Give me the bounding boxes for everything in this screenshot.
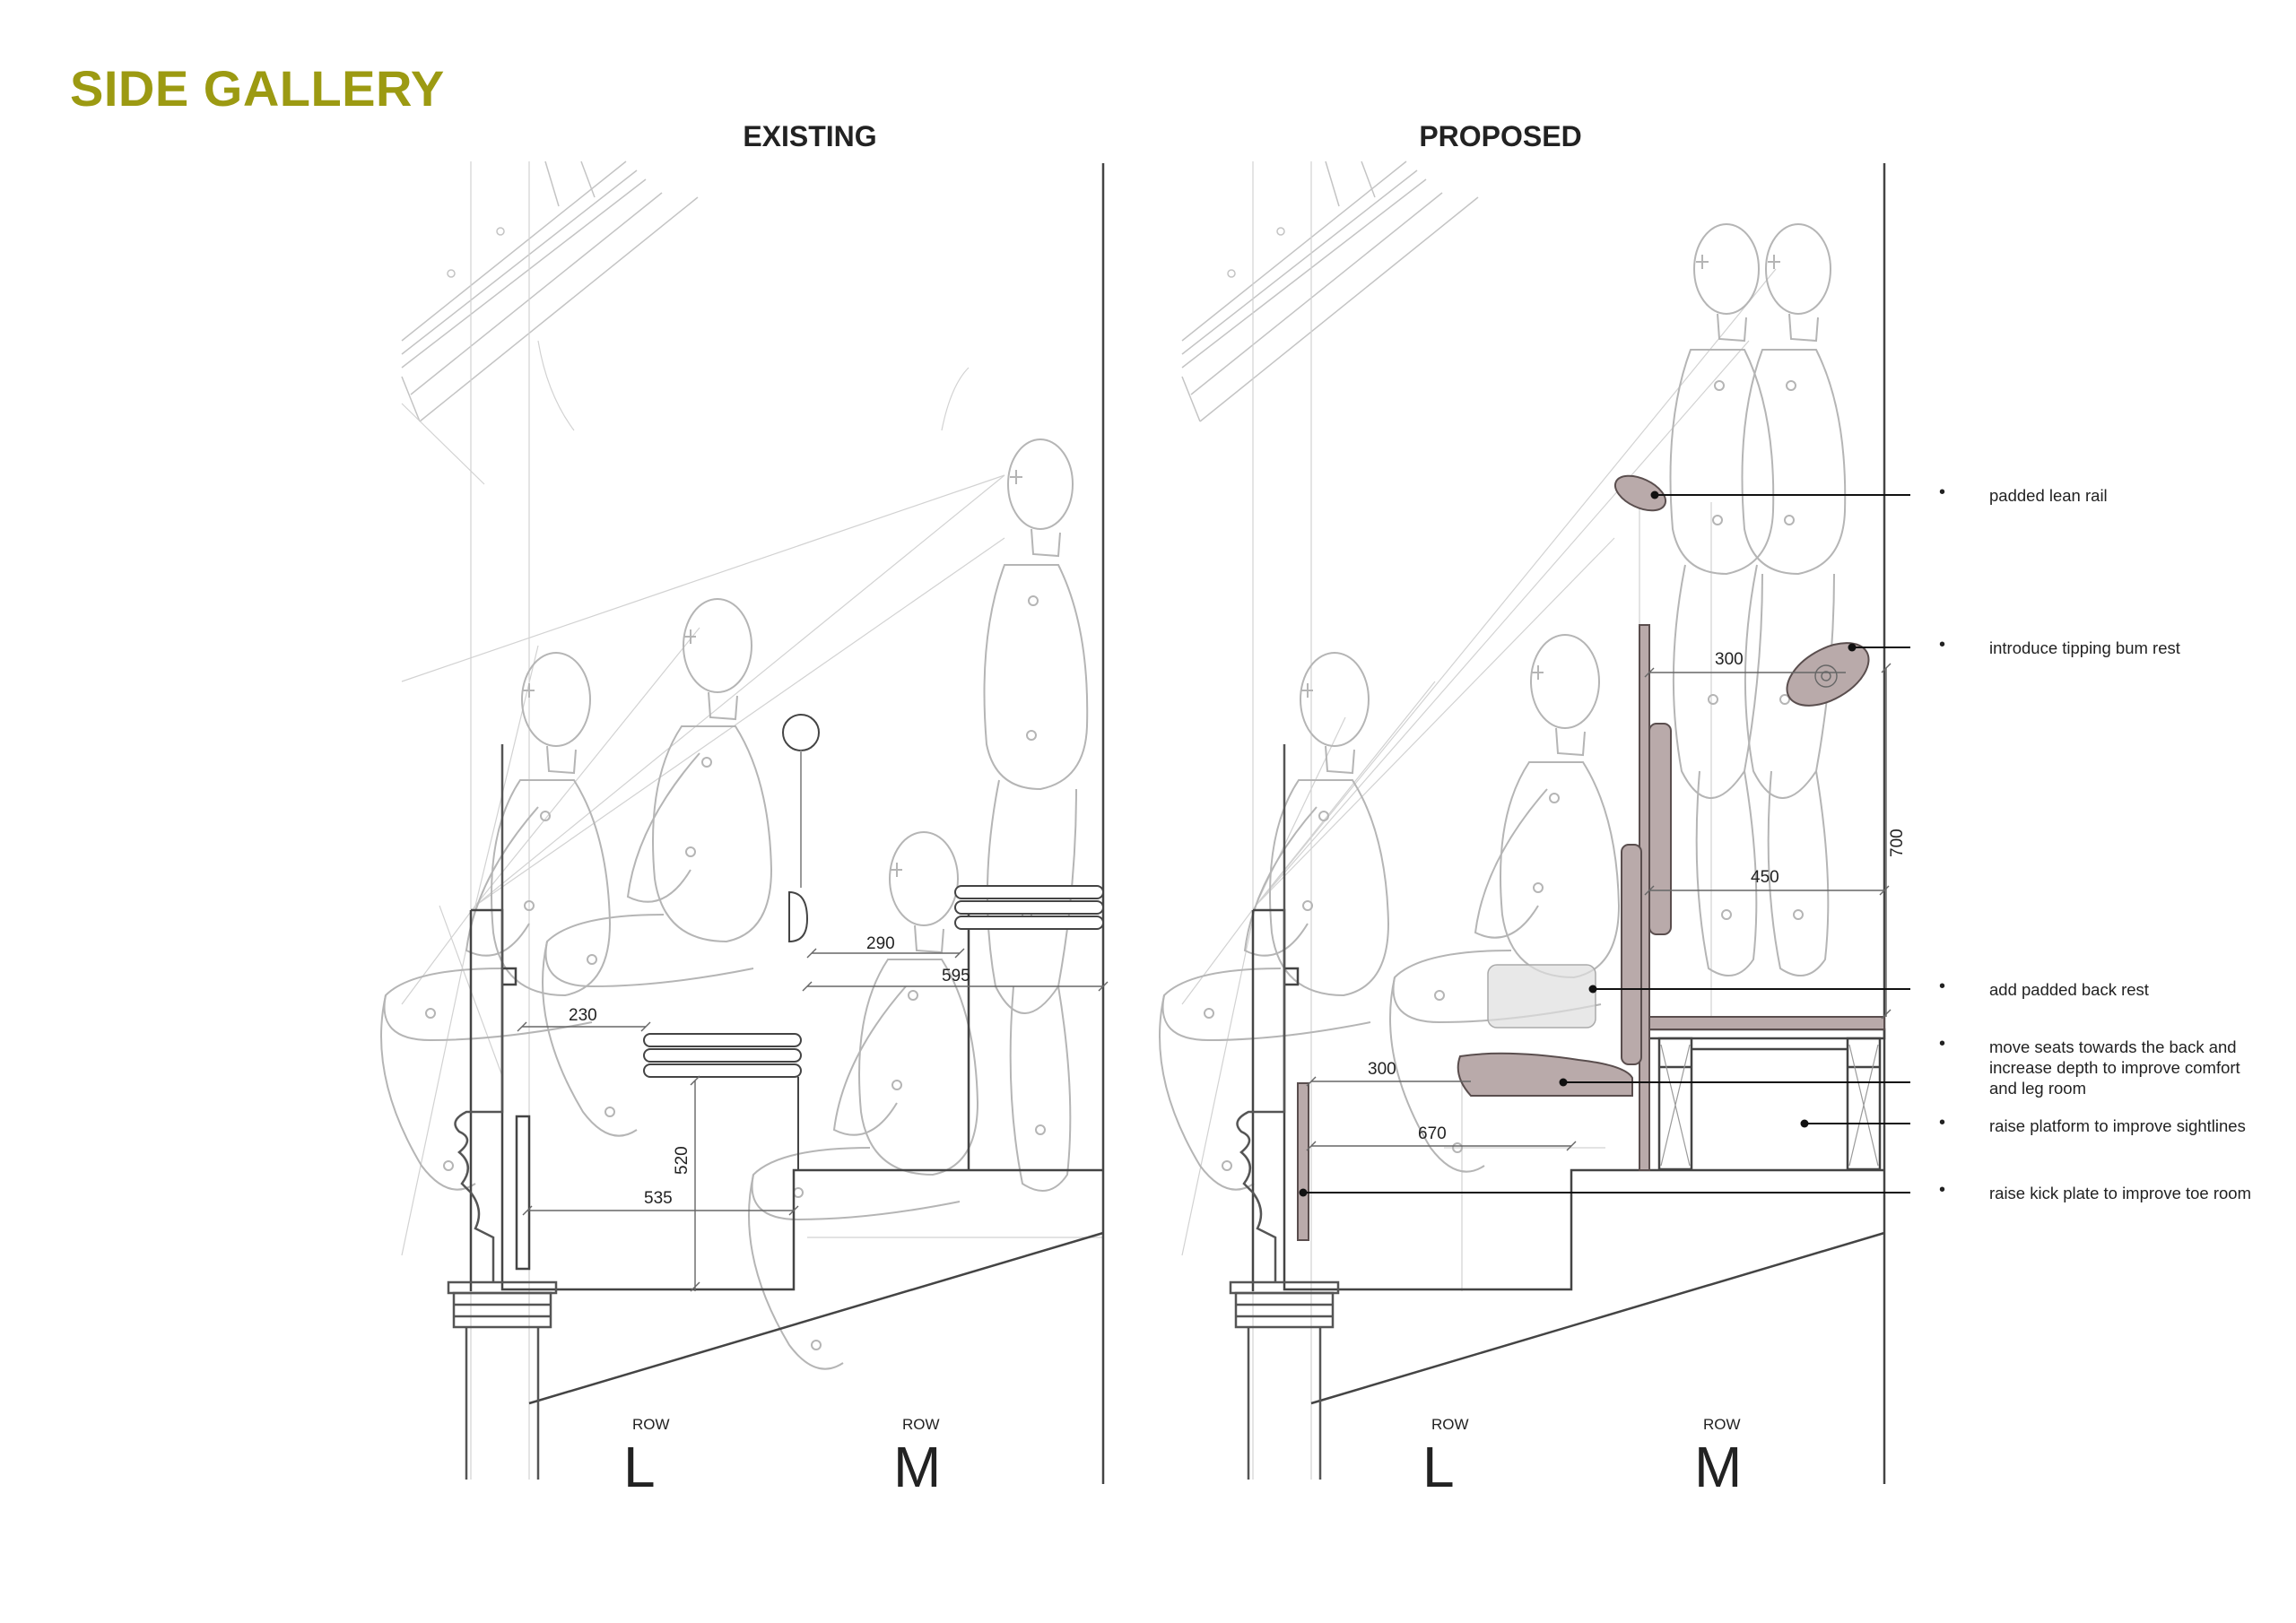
- proposed-roof-truss: [1181, 161, 1479, 422]
- annotation-padded-lean-rail: padded lean rail: [1989, 486, 2108, 505]
- proposed-figure-standing-1: [1669, 223, 1775, 976]
- annotation-bullet: •: [1939, 1113, 1946, 1133]
- platform-deck: [1648, 1016, 1885, 1030]
- annotation-bullet: •: [1939, 1180, 1946, 1200]
- annotation-move-seats: move seats towards the back and increase…: [1989, 1037, 2240, 1098]
- annotation-bullet: •: [1939, 1034, 1946, 1054]
- existing-dim-535: 535: [644, 1189, 673, 1208]
- existing-figure-row-l: [380, 652, 611, 1191]
- annotation-bullet: •: [1939, 976, 1946, 996]
- proposed-dim-300-upper: 300: [1715, 650, 1744, 669]
- existing-panel-title: EXISTING: [743, 120, 877, 152]
- existing-row-m-letter: M: [893, 1435, 941, 1499]
- annotation-bullet: •: [1939, 482, 1946, 502]
- proposed-dim-700: 700: [1888, 829, 1907, 857]
- proposed-figure-row-l: [1159, 652, 1389, 1191]
- page-title: SIDE GALLERY: [70, 60, 445, 117]
- proposed-dimension-labels: 300 700 450 300 670: [1368, 650, 1907, 1143]
- proposed-figure-standing-2: [1741, 223, 1847, 976]
- proposed-dim-450: 450: [1751, 868, 1779, 887]
- existing-section: 230 290 595 520 535 ROW L ROW M: [380, 161, 1109, 1499]
- annotation-padded-back-rest: add padded back rest: [1989, 980, 2149, 999]
- lower-back-panel: [1621, 844, 1642, 1065]
- padded-lean-rail: [1613, 474, 1667, 512]
- existing-structure: [469, 163, 1105, 1484]
- proposed-row-m-caption: ROW: [1703, 1416, 1741, 1433]
- proposed-platform-hatch: [1660, 1044, 1879, 1167]
- back-rest-ghost: [1487, 964, 1596, 1028]
- proposed-panel-title: PROPOSED: [1419, 120, 1582, 152]
- existing-dim-520: 520: [673, 1146, 691, 1175]
- annotation-raise-kick-plate: raise kick plate to improve toe room: [1989, 1184, 2252, 1202]
- existing-row-l-letter: L: [623, 1435, 656, 1499]
- annotation-tipping-bum-rest: introduce tipping bum rest: [1989, 638, 2180, 657]
- moved-seat: [1457, 1052, 1633, 1097]
- existing-row-l-caption: ROW: [632, 1416, 670, 1433]
- proposed-dimension-lines: [1306, 663, 1892, 1151]
- existing-roof-truss: [401, 161, 699, 422]
- annotation-leader-dots: [1299, 490, 1857, 1197]
- existing-dim-230: 230: [569, 1006, 597, 1025]
- existing-figure-standing: [983, 438, 1089, 1192]
- proposed-row-m-letter: M: [1694, 1435, 1742, 1499]
- proposed-dim-300-lower: 300: [1368, 1060, 1396, 1079]
- existing-dimension-lines: [517, 948, 1109, 1292]
- kick-plate: [1297, 1082, 1309, 1241]
- existing-seats: [643, 714, 1104, 1170]
- existing-dim-595: 595: [942, 967, 970, 985]
- proposed-row-l-letter: L: [1422, 1435, 1455, 1499]
- existing-row-labels: ROW L ROW M: [623, 1416, 941, 1499]
- bum-rest-spiral: [1814, 664, 1838, 688]
- annotation-bullet: •: [1939, 635, 1946, 655]
- proposed-section: 300 700 450 300 670 ROW L ROW M: [1159, 161, 1910, 1499]
- proposed-dim-670: 670: [1418, 1124, 1447, 1143]
- existing-dim-290: 290: [866, 934, 895, 953]
- proposed-construction-lines: [1181, 161, 1777, 1480]
- annotation-raise-platform: raise platform to improve sightlines: [1989, 1116, 2246, 1135]
- proposed-structure: [1251, 163, 1886, 1484]
- existing-dimension-labels: 230 290 595 520 535: [569, 934, 970, 1208]
- proposed-row-labels: ROW L ROW M: [1422, 1416, 1742, 1499]
- proposed-parapet: [1229, 742, 1340, 1481]
- existing-row-m-caption: ROW: [902, 1416, 940, 1433]
- upper-back-rest: [1648, 723, 1672, 935]
- annotation-leader-lines: [1303, 494, 1910, 1193]
- proposed-row-l-caption: ROW: [1431, 1416, 1469, 1433]
- tipping-bum-rest: [1786, 642, 1870, 707]
- existing-parapet: [447, 742, 558, 1481]
- proposed-elements: [1297, 474, 1885, 1241]
- existing-lean-rail: [782, 714, 820, 751]
